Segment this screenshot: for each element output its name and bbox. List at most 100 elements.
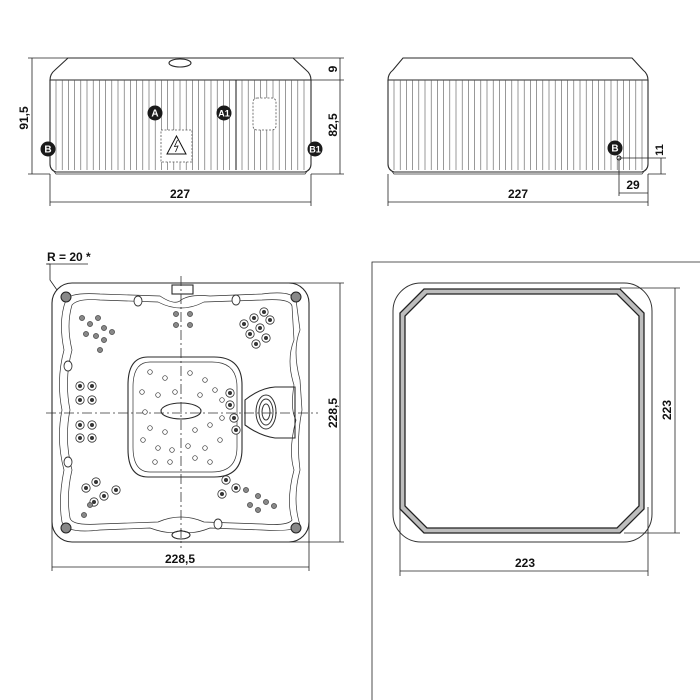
- side-dimensions: [387, 157, 666, 206]
- footwell: [127, 356, 243, 478]
- seat-jet-core: [114, 488, 118, 492]
- small-jet: [243, 487, 249, 493]
- dimension-height-body: 82,5: [326, 113, 340, 137]
- dimension-side-width: 227: [508, 187, 528, 201]
- footwell-jet: [142, 409, 148, 415]
- seat-jet-core: [252, 316, 256, 320]
- footwell-jet: [207, 459, 213, 465]
- front-cap: [49, 57, 312, 81]
- shell-outline: [51, 282, 310, 543]
- side-slats: [393, 80, 643, 170]
- footwell-jet: [169, 447, 175, 453]
- dimension-front-width: 227: [170, 187, 190, 201]
- footwell-jet: [155, 445, 161, 451]
- side-marker-b-label: B: [611, 144, 618, 155]
- footwell-jet: [197, 392, 203, 398]
- seat-jet-core: [228, 403, 232, 407]
- front-view: A A1 B B1 91,5 82,5 9 227: [17, 57, 344, 206]
- cover-frame-border: [371, 261, 700, 700]
- footwell-jet: [167, 459, 173, 465]
- small-jet: [81, 512, 87, 518]
- lounger-headrest: [244, 386, 296, 439]
- small-jet: [83, 331, 89, 337]
- dimension-height-total: 91,5: [17, 106, 31, 130]
- control-panel-outline: [252, 97, 277, 131]
- corner-fittings: [60, 291, 302, 534]
- side-view: B 11 29 227: [387, 57, 666, 206]
- marker-a1-label: A1: [218, 109, 230, 119]
- seat-jet-core: [78, 384, 82, 388]
- seat-jet-core: [90, 436, 94, 440]
- seat-contour-inner: [67, 299, 297, 525]
- seat-jet-core: [90, 398, 94, 402]
- dimension-cover-depth: 223: [660, 400, 674, 420]
- footwell-jet: [162, 429, 168, 435]
- footwell-jet: [139, 389, 145, 395]
- seat-jet-core: [264, 336, 268, 340]
- dimension-corner-radius: R = 20 *: [47, 250, 91, 264]
- front-cap-handle: [168, 58, 192, 68]
- footwell-jet: [217, 437, 223, 443]
- diverter-valve: [213, 518, 223, 530]
- seat-jet-core: [78, 423, 82, 427]
- seat-jet-core: [102, 494, 106, 498]
- small-jet: [187, 311, 193, 317]
- jets-group: [63, 294, 277, 530]
- seat-jet-core: [84, 486, 88, 490]
- marker-b-label: B: [44, 145, 51, 156]
- dimension-drain-offset: 29: [626, 178, 640, 192]
- seat-jet-core: [242, 322, 246, 326]
- front-body: [49, 80, 312, 173]
- diverter-valve: [231, 294, 241, 306]
- seat-jet-core: [254, 342, 258, 346]
- footwell-jet: [147, 425, 153, 431]
- footwell-jet: [152, 459, 158, 465]
- small-jet: [109, 329, 115, 335]
- small-jet: [79, 315, 85, 321]
- dimension-cover-width: 223: [515, 556, 535, 570]
- small-jet: [263, 499, 269, 505]
- diverter-valve: [133, 295, 143, 307]
- footwell-jet: [140, 437, 146, 443]
- seat-jet-core: [232, 416, 236, 420]
- radius-leader: [47, 263, 58, 291]
- dimension-plan-width: 228,5: [165, 552, 195, 566]
- dimension-drain-height: 11: [654, 144, 666, 156]
- footwell-jet: [155, 392, 161, 398]
- seat-jet-core: [248, 332, 252, 336]
- diverter-valve: [63, 360, 73, 372]
- seat-jet-core: [234, 428, 238, 432]
- small-jet: [101, 337, 107, 343]
- lounger-pillow: [255, 394, 277, 430]
- plan-dimensions: [46, 263, 344, 571]
- side-body: [387, 80, 649, 173]
- footwell-jet: [162, 375, 168, 381]
- small-jet: [173, 322, 179, 328]
- electrical-warning-icon: [166, 134, 187, 155]
- small-jet: [247, 502, 253, 508]
- seat-jet-core: [258, 326, 262, 330]
- seat-jet-core: [94, 480, 98, 484]
- small-jet: [255, 493, 261, 499]
- seat-jet-core: [220, 492, 224, 496]
- small-jet: [271, 503, 277, 509]
- side-marker-b: B: [607, 140, 623, 156]
- small-jet: [97, 347, 103, 353]
- footwell-jet: [192, 427, 198, 433]
- seat-jet-core: [234, 486, 238, 490]
- plan-view: R = 20 * 228,5 228,5: [46, 250, 344, 571]
- seat-jet-core: [78, 436, 82, 440]
- footwell-jet: [185, 443, 191, 449]
- small-jet: [101, 325, 107, 331]
- footwell-jet: [192, 455, 198, 461]
- marker-a-label: A: [151, 109, 158, 120]
- diverter-valve: [63, 456, 73, 468]
- cover-dimensions: [399, 287, 680, 576]
- side-cap: [387, 57, 649, 81]
- cover-outline: [392, 282, 653, 543]
- small-jet: [187, 322, 193, 328]
- marker-b: B: [40, 141, 56, 157]
- skimmer: [171, 284, 194, 295]
